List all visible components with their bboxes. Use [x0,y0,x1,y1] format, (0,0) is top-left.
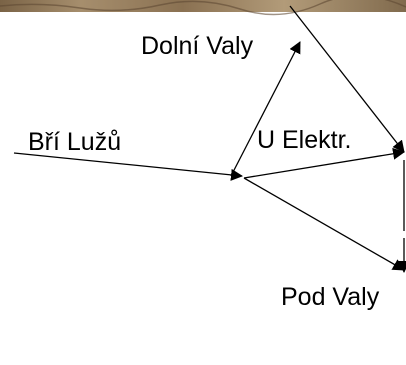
edge-node-to-dolni-valy [230,41,301,177]
edge-top-to-u-elektr [289,5,405,153]
label-u-elektr: U Elektr. [257,126,352,154]
label-pod-valy: Pod Valy [281,283,380,311]
top-image-strip [0,0,406,12]
label-dolni-valy: Dolní Valy [141,32,254,60]
edge-node-to-pod-valy [243,177,405,271]
edge-node-to-u-elektr [243,147,405,179]
label-bri-luzu: Bří Lužů [28,128,122,156]
top-image-texture [0,0,406,16]
edge-bri-luzu [13,152,243,181]
